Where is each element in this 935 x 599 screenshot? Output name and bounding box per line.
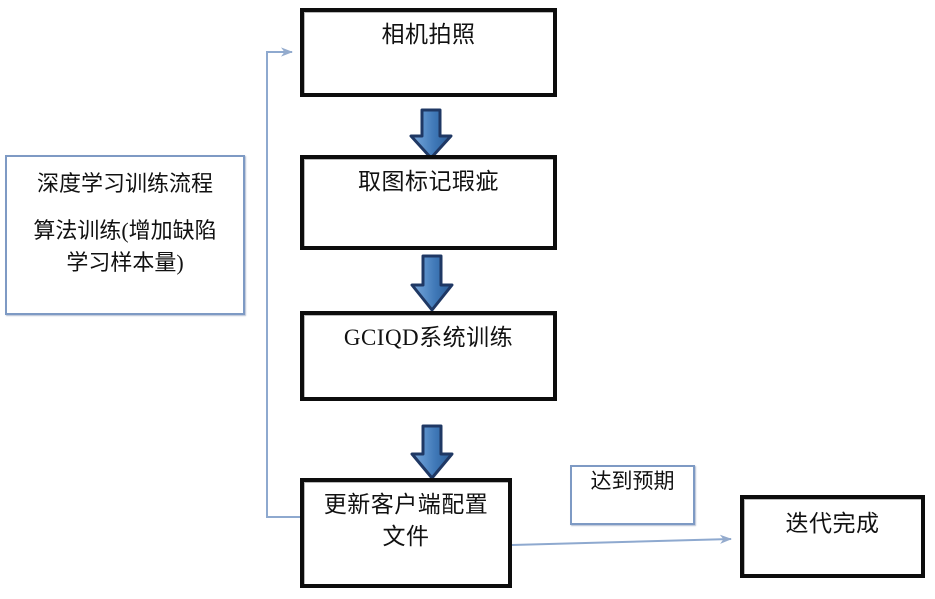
expectation-note-box: 达到预期: [570, 465, 695, 525]
training-flow-note-line2: 算法训练(增加缺陷: [33, 218, 217, 243]
node-iteration-complete-label: 迭代完成: [785, 511, 880, 536]
node-update-client-config-line1: 更新客户端配置: [323, 492, 489, 517]
arrow-capture-to-mark: [409, 108, 453, 160]
expectation-note-label: 达到预期: [590, 469, 675, 493]
node-gciqd-training[interactable]: GCIQD系统训练: [300, 311, 557, 401]
node-mark-defects[interactable]: 取图标记瑕疵: [300, 155, 557, 250]
success-path: [511, 534, 732, 546]
node-update-client-config-line2: 文件: [382, 524, 430, 549]
node-camera-capture[interactable]: 相机拍照: [300, 8, 557, 97]
node-camera-capture-label: 相机拍照: [381, 22, 476, 47]
node-update-client-config[interactable]: 更新客户端配置 文件: [300, 478, 512, 588]
training-flow-note-line1: 深度学习训练流程: [36, 171, 213, 196]
arrow-mark-to-training: [410, 254, 454, 312]
arrow-training-to-update: [410, 424, 454, 480]
node-mark-defects-label: 取图标记瑕疵: [358, 169, 499, 194]
node-gciqd-training-label: GCIQD系统训练: [343, 325, 514, 350]
feedback-loop-path: [266, 47, 300, 518]
node-iteration-complete[interactable]: 迭代完成: [740, 495, 925, 578]
training-flow-note-box: 深度学习训练流程 算法训练(增加缺陷 学习样本量): [5, 155, 245, 315]
training-flow-note-line3: 学习样本量): [66, 250, 184, 275]
